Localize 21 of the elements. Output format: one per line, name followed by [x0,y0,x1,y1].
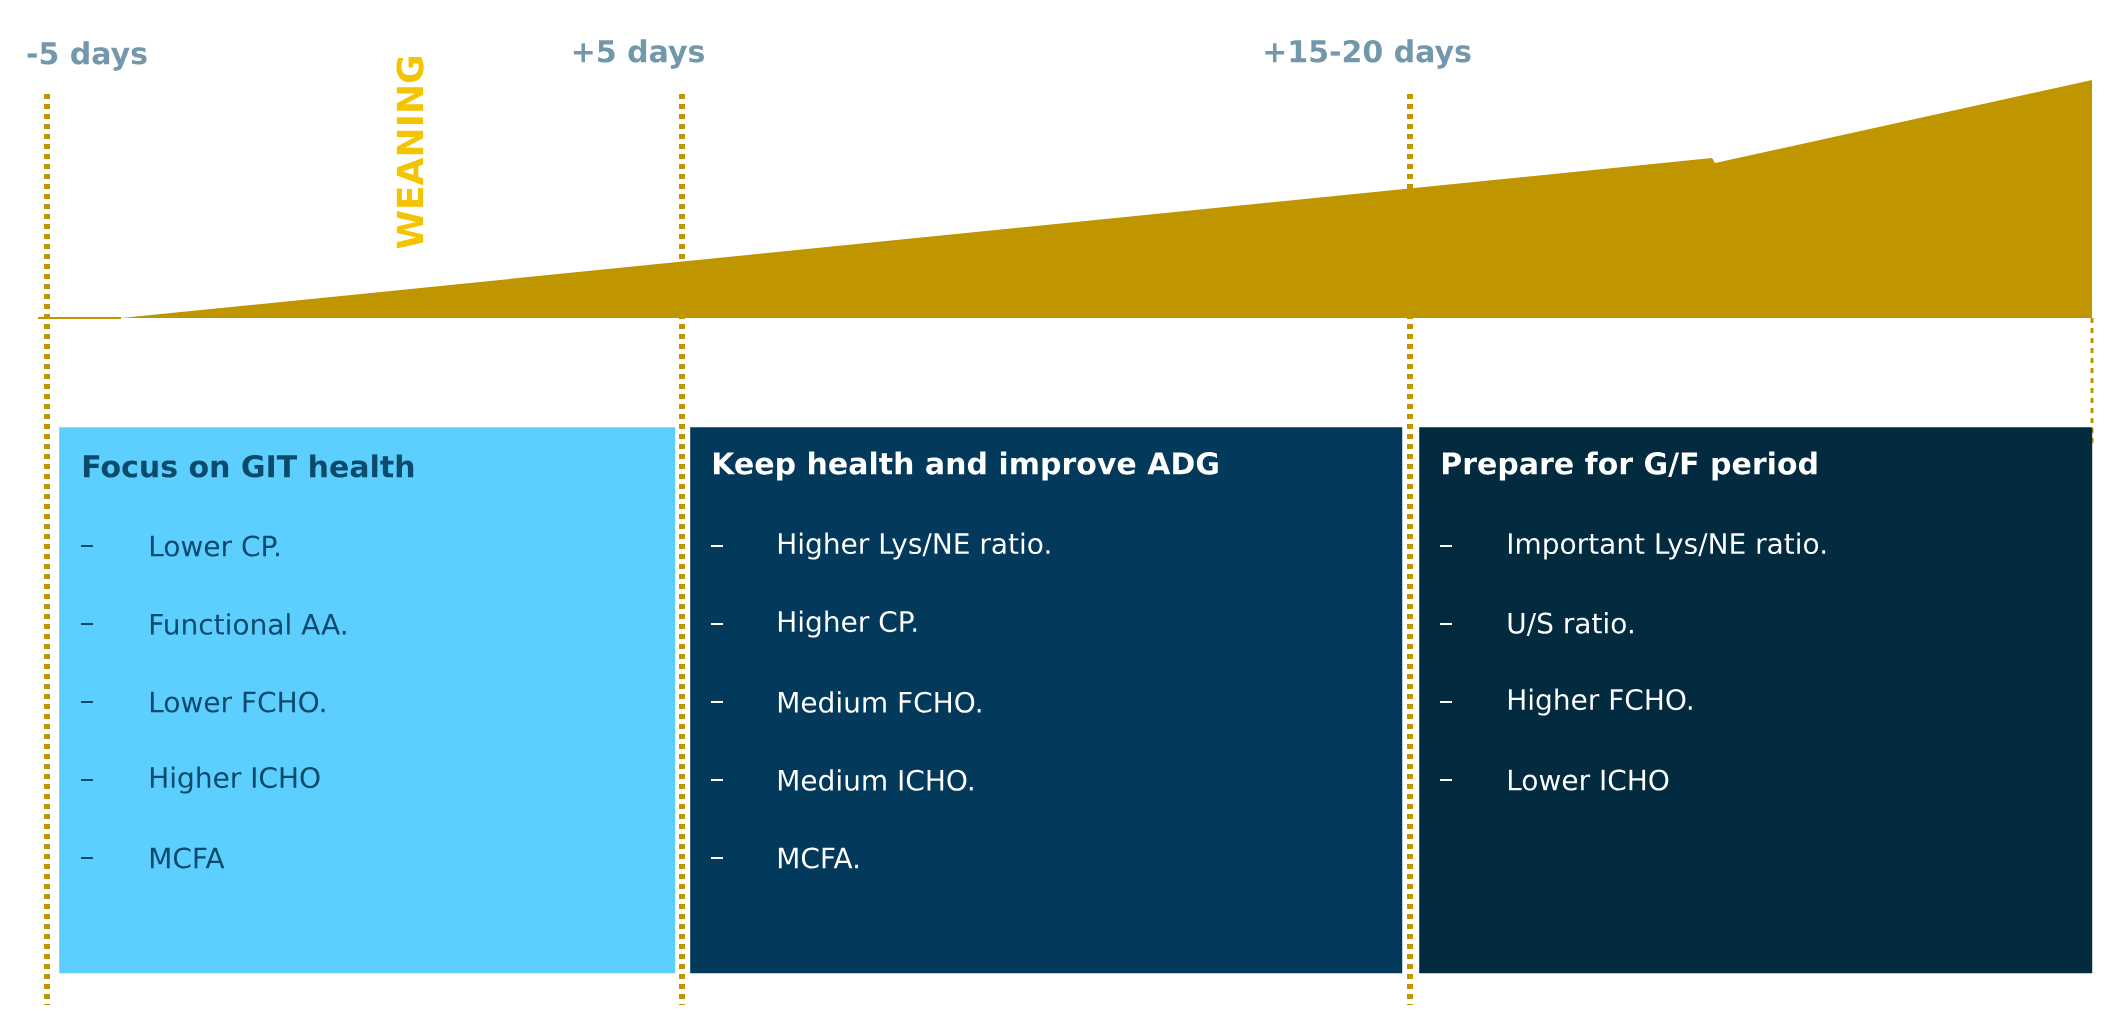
list-item: MCFA [150,847,225,869]
list-item: Higher ICHO [150,766,320,794]
list-item: Higher CP. [778,610,917,638]
box-heading: Keep health and improve ADG [713,451,1218,481]
list-item: Functional AA. [150,613,346,635]
box-heading: Prepare for G/F period [1443,451,1817,481]
list-item: MCFA. [778,847,858,869]
list-item: Medium ICHO. [778,769,973,791]
list-item: Important Lys/NE ratio. [1508,532,1826,560]
list-item: Lower CP. [150,535,279,557]
list-item: U/S ratio. [1508,612,1633,636]
event-label: WEANING [396,56,424,249]
list-item: Lower FCHO. [150,691,325,713]
box-heading: Focus on GIT health [83,454,414,478]
day-label: +15-20 days [1265,39,1471,69]
day-label: -5 days [27,41,147,71]
list-item: Lower ICHO [1508,769,1669,791]
list-item: Higher Lys/NE ratio. [778,532,1050,560]
day-label: +5 days [573,39,704,69]
list-item: Medium FCHO. [778,691,981,713]
list-item: Higher FCHO. [1508,688,1692,716]
